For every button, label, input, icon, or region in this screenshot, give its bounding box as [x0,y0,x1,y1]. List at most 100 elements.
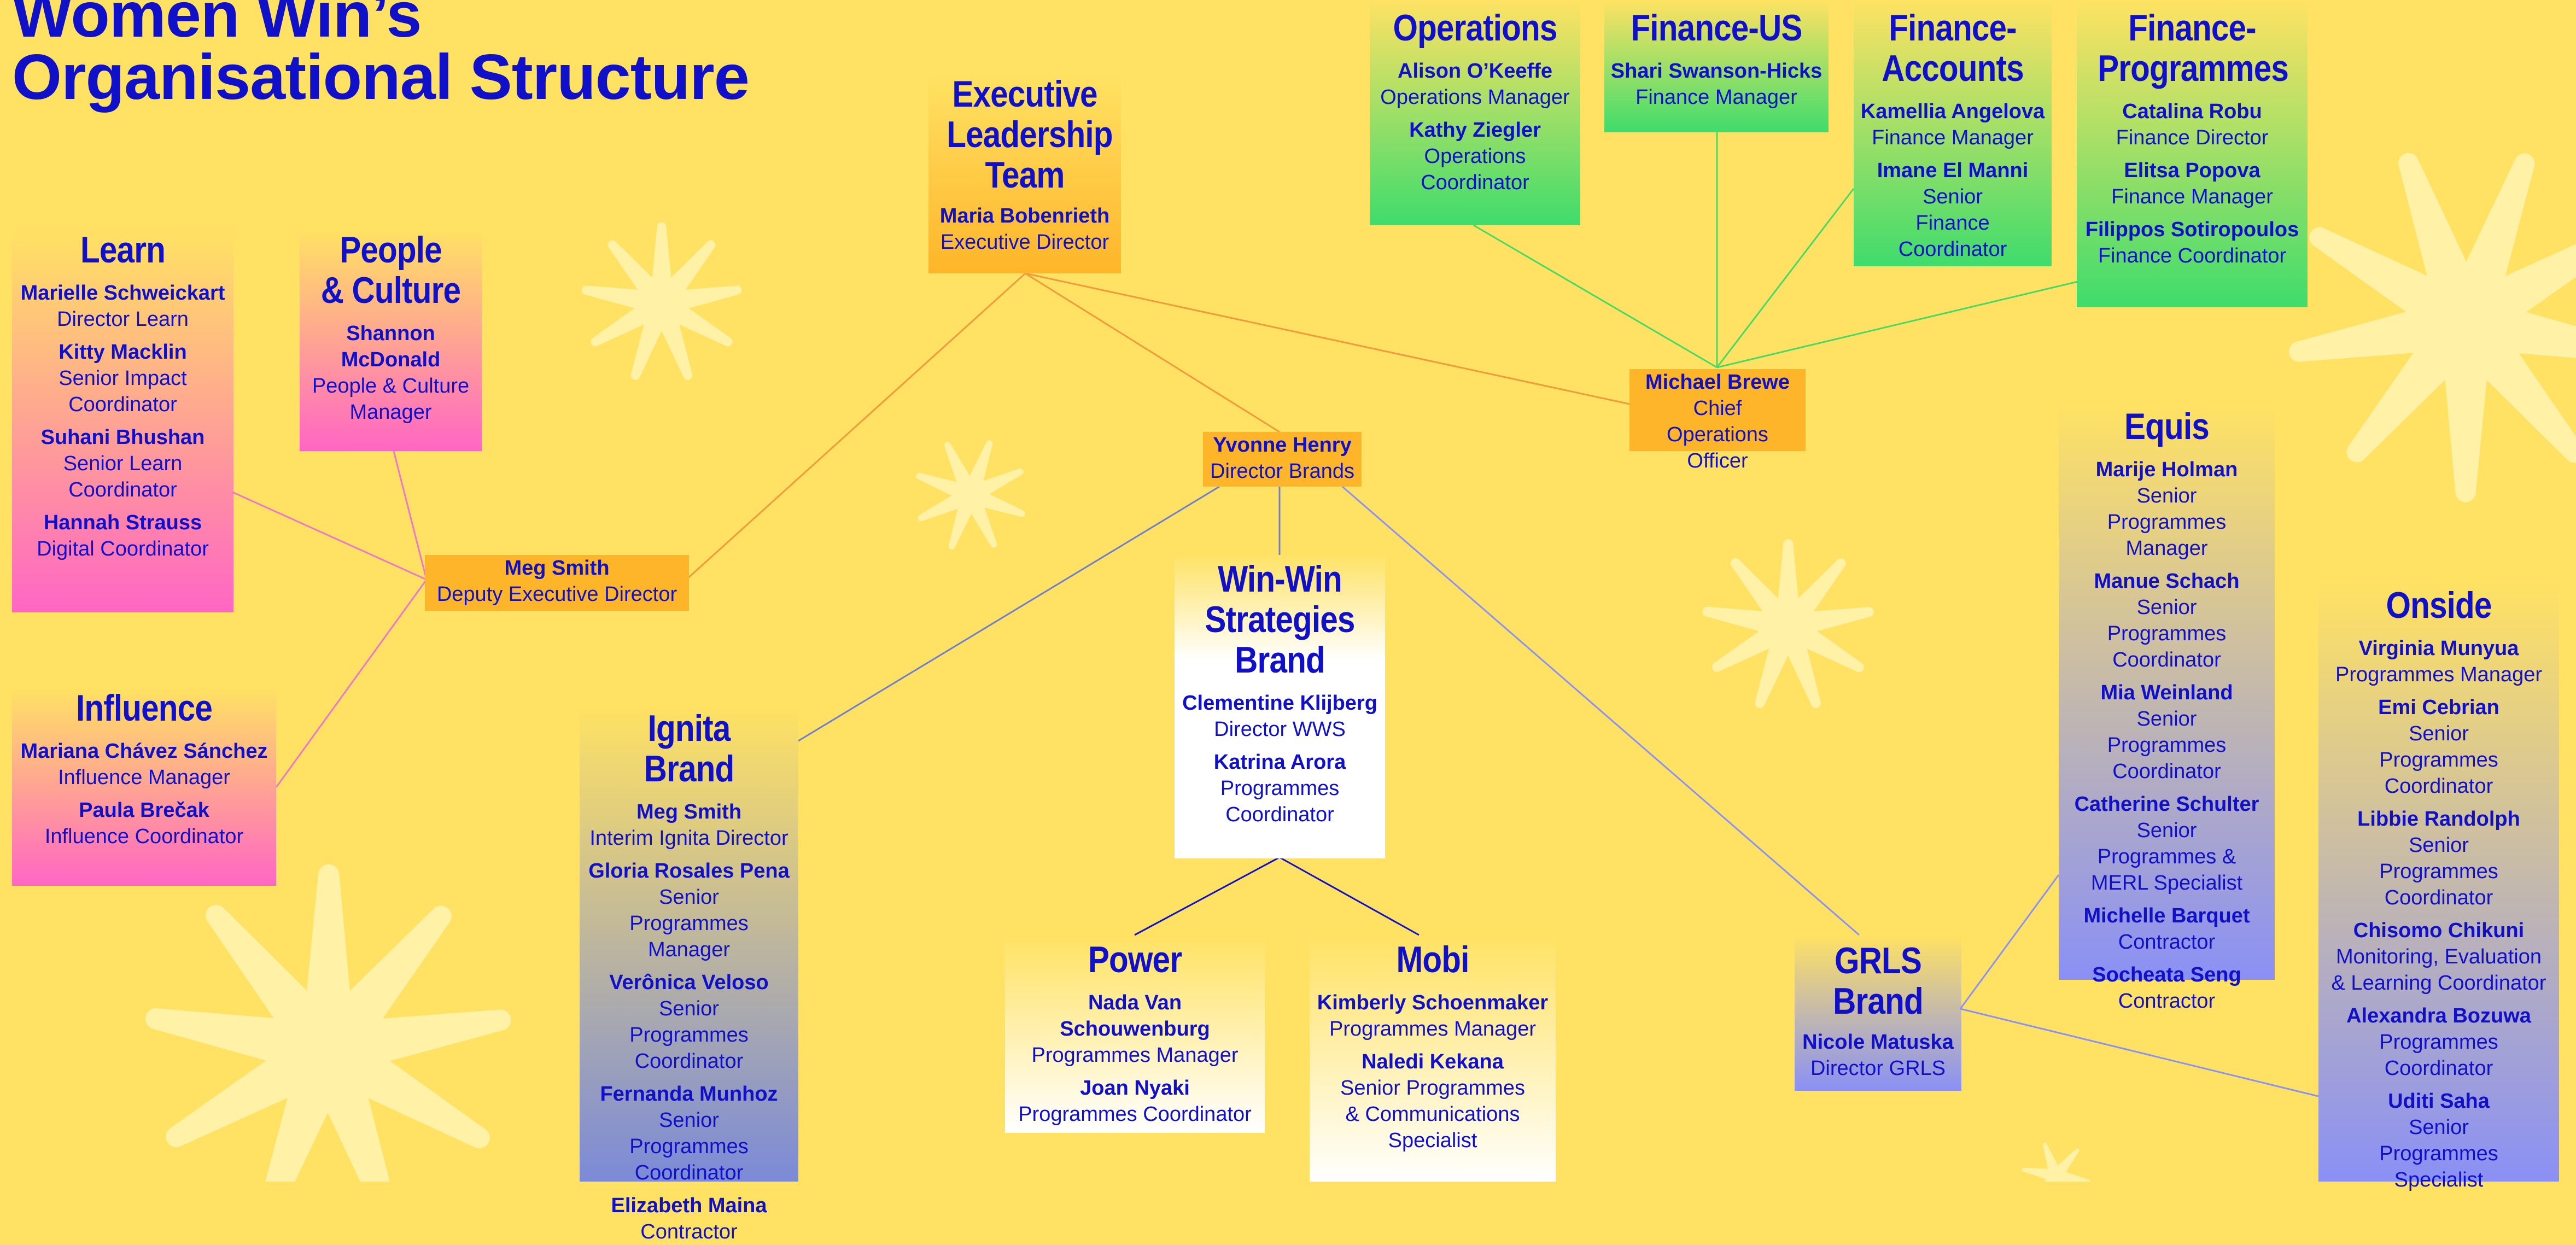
person-role: Finance Director [2116,126,2269,149]
link-exec-brands [1025,272,1280,433]
person-role: Programmes Coordinator [1220,777,1340,826]
operations-heading: Operations [1393,7,1557,49]
person-card: Michelle Barquet Contractor [2064,903,2269,955]
finance-us-heading: Finance-US [1631,7,1802,49]
person-card: Clementine Klijberg Director WWS [1180,690,1380,743]
person-role: Programmes Manager [2335,663,2543,686]
person-card: Catalina Robu Finance Director [2082,98,2302,151]
person-name: Emi Cebrian [2378,696,2499,719]
person-card: Katrina Arora Programmes Coordinator [1180,749,1380,828]
person-role: Senior Programmes Coordinator [2379,834,2498,909]
grls-brand: GRLS Brand Nicole Matuska Director GRLS [1795,935,1961,1091]
person-name: Nada Van Schouwenburg [1060,991,1210,1041]
onside-team: Onside Virginia Munyua Programmes Manage… [2318,580,2559,1191]
person-role: Senior Finance Coordinator [1898,185,2007,261]
person-role: Senior Programmes Manager [629,886,749,961]
person-card: Naledi Kekana Senior Programmes & Commun… [1315,1049,1550,1154]
deputy-executive-director: Meg Smith Deputy Executive Director [425,555,689,611]
link-deputy-people [393,451,428,580]
person-card: Socheata Seng Contractor [2064,962,2269,1014]
person-card: Maria Bobenrieth Executive Director [934,203,1115,255]
person-name: Naledi Kekana [1362,1050,1504,1073]
person-role: Influence Coordinator [44,825,244,848]
people-culture-heading: People & Culture [320,229,461,311]
person-name: Michael Brewe [1645,371,1790,394]
page-title-line2: Organisational Structure [12,41,750,113]
power-team: Power Nada Van Schouwenburg Programmes M… [1005,935,1265,1133]
person-name: Manue Schach [2094,570,2240,593]
person-role: Interim Ignita Director [589,827,788,850]
person-role: Finance Manager [2111,185,2273,208]
person-card: Filippos Sotiropoulos Finance Coordinato… [2082,217,2302,269]
person-name: Shannon McDonald [341,322,441,371]
executive-heading: Executive Leadership Team [947,73,1113,196]
person-card: Kathy Ziegler Operations Coordinator [1375,117,1575,196]
link-deputy-learn [232,491,427,581]
ignita-brand: Ignita Brand Meg Smith Interim Ignita Di… [580,705,798,1243]
person-name: Uditi Saha [2388,1090,2490,1113]
star-shape [1702,539,1874,708]
people-culture-team: People & Culture Shannon McDonald People… [300,230,482,451]
ignita-heading: Ignita Brand [644,708,735,790]
person-role: Director WWS [1214,718,1346,741]
person-name: Kitty Macklin [59,341,187,364]
person-role: Director GRLS [1810,1057,1946,1080]
person-role: Senior Impact Coordinator [59,367,187,416]
person-name: Meg Smith [636,800,742,823]
person-card: Mariana Chávez Sánchez Influence Manager [17,738,271,791]
person-card: Verônica Veloso Senior Programmes Coordi… [585,969,793,1074]
grls-heading: GRLS Brand [1833,940,1924,1022]
person-card: Nicole Matuska Director GRLS [1800,1029,1956,1082]
person-name: Alison O’Keeffe [1398,60,1552,83]
person-name: Verônica Veloso [609,971,769,994]
person-name: Mia Weinland [2100,681,2233,704]
person-role: Director Brands [1210,460,1354,483]
operations-team: Operations Alison O’Keeffe Operations Ma… [1370,0,1580,225]
person-role: Senior Programmes Manager [2107,484,2227,560]
link-deputy-influence [275,579,428,788]
director-brands: Yvonne Henry Director Brands [1203,432,1362,487]
star-shape [581,222,742,380]
person-name: Nicole Matuska [1802,1031,1954,1054]
person-card: Libbie Randolph Senior Programmes Coordi… [2324,806,2554,911]
link-exec-coo [1025,272,1633,406]
link-grls-onside [1960,1008,2319,1097]
star-shape [145,864,511,1182]
person-name: Virginia Munyua [2358,637,2519,660]
person-name: Elitsa Popova [2124,159,2260,182]
person-name: Paula Brečak [79,799,209,822]
person-name: Yvonne Henry [1213,434,1352,457]
power-heading: Power [1088,939,1182,980]
person-role: Finance Coordinator [2098,244,2287,267]
person-card: Virginia Munyua Programmes Manager [2324,635,2554,688]
connector-lines [232,131,2319,1097]
onside-heading: Onside [2386,584,2492,626]
person-role: Senior Learn Coordinator [63,452,183,501]
person-name: Hannah Strauss [43,511,202,534]
star-shape [2022,1142,2090,1182]
person-card: Kimberly Schoenmaker Programmes Manager [1315,990,1550,1042]
person-card: Manue Schach Senior Programmes Coordinat… [2064,568,2269,673]
person-role: Operations Manager [1380,86,1570,109]
person-card: Alexandra Bozuwa Programmes Coordinator [2324,1003,2554,1082]
person-name: Kimberly Schoenmaker [1317,991,1549,1014]
person-card: Elitsa Popova Finance Manager [2082,157,2302,210]
person-card: Shari Swanson-Hicks Finance Manager [1610,58,1823,110]
person-name: Clementine Klijberg [1182,692,1377,715]
person-name: Socheata Seng [2092,963,2241,986]
person-name: Marielle Schweickart [20,282,225,305]
learn-heading: Learn [80,229,166,271]
star-shape [916,440,1025,550]
executive-leadership-team: Executive Leadership Team Maria Bobenrie… [928,74,1121,273]
person-role: Programmes Manager [1329,1018,1537,1041]
person-card: Joan Nyaki Programmes Coordinator [1010,1075,1259,1127]
person-card: Shannon McDonald People & Culture Manage… [305,320,476,425]
link-exec-deputy [685,272,1026,581]
equis-team: Equis Marije Holman Senior Programmes Ma… [2059,402,2275,1013]
person-name: Maria Bobenrieth [939,204,1110,227]
person-name: Joan Nyaki [1080,1077,1190,1100]
person-card: Meg Smith Interim Ignita Director [585,799,793,851]
person-role: Contractor [2118,990,2216,1013]
person-card: Hannah Strauss Digital Coordinator [17,510,228,562]
person-card: Uditi Saha Senior Programmes Specialist [2324,1088,2554,1193]
